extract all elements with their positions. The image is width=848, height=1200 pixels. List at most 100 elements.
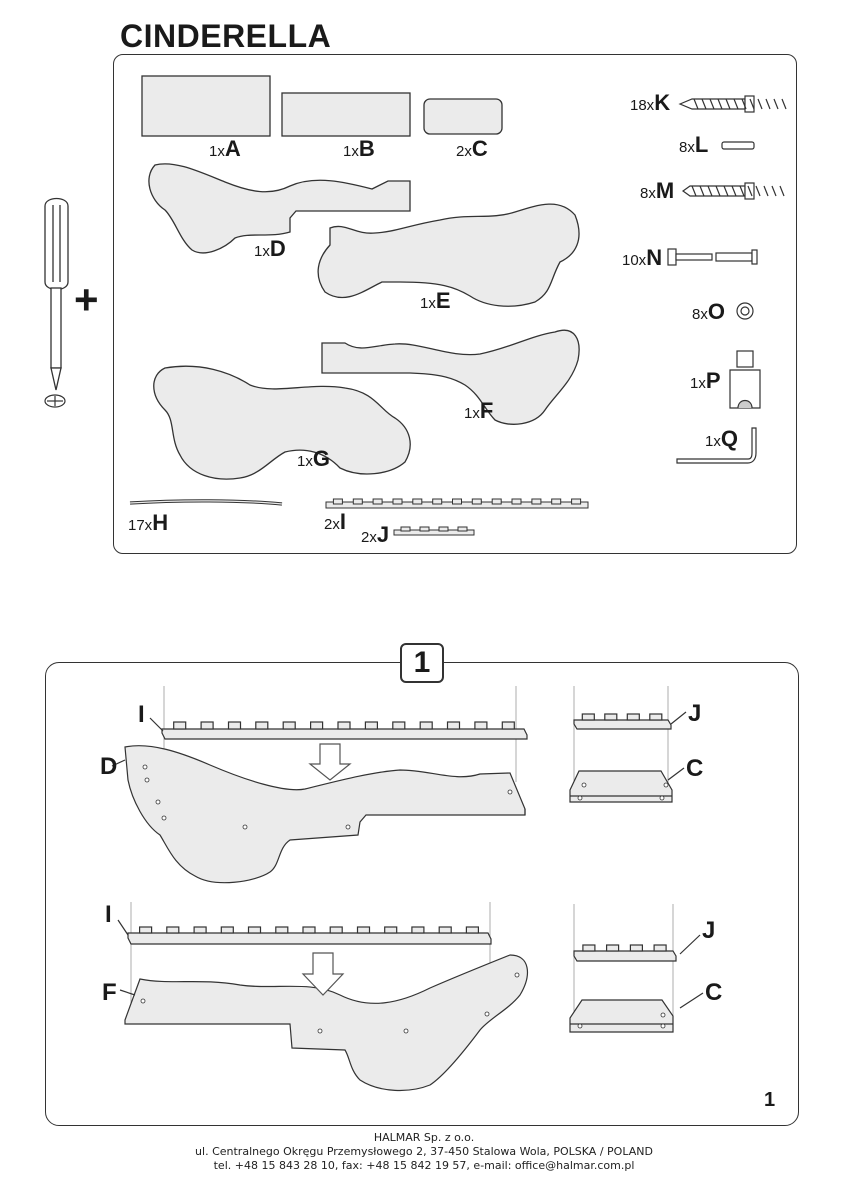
rail-socket bbox=[200, 721, 214, 730]
parts-list-panel bbox=[113, 54, 797, 554]
letter: E bbox=[435, 288, 451, 313]
part-D-shape bbox=[148, 163, 411, 254]
rail-socket bbox=[392, 721, 406, 730]
rail-socket bbox=[653, 944, 667, 952]
letter: K bbox=[654, 90, 671, 115]
part-E-shape bbox=[317, 203, 580, 307]
letter: N bbox=[646, 245, 663, 270]
part-F-shape bbox=[321, 329, 580, 425]
callout-J-top: J bbox=[688, 700, 702, 727]
part-label-O: 8xO bbox=[692, 299, 725, 325]
rail-socket bbox=[629, 944, 644, 952]
callout-C-top: C bbox=[686, 755, 704, 782]
qty: 8x bbox=[692, 306, 708, 323]
rail-socket bbox=[372, 498, 383, 505]
part-label-D: 1xD bbox=[254, 236, 286, 262]
footer-address: ul. Centralnego Okręgu Przemysłowego 2, … bbox=[195, 1145, 653, 1158]
qty: 2x bbox=[324, 516, 340, 533]
part-label-F: 1xF bbox=[464, 398, 493, 424]
part-label-B: 1xB bbox=[343, 136, 375, 162]
page-title: CINDERELLA bbox=[120, 18, 332, 54]
rail-socket bbox=[531, 498, 542, 505]
rail-socket bbox=[255, 721, 269, 730]
qty: 1x bbox=[420, 295, 436, 312]
qty: 1x bbox=[209, 143, 225, 160]
rail-socket bbox=[411, 926, 425, 934]
letter: G bbox=[312, 446, 330, 471]
rail-socket bbox=[419, 721, 433, 730]
qty: 18x bbox=[630, 97, 655, 114]
qty: 1x bbox=[690, 375, 706, 392]
rail-J-top bbox=[573, 719, 672, 730]
rail-socket bbox=[571, 498, 582, 505]
letter: A bbox=[224, 136, 241, 161]
screw-icon bbox=[678, 95, 787, 113]
glue-bottle-icon bbox=[729, 350, 761, 409]
callout-I-top: I bbox=[138, 701, 145, 728]
rail-socket bbox=[310, 721, 324, 730]
rail-socket bbox=[193, 926, 207, 934]
rail-I-top bbox=[161, 728, 528, 740]
rail-socket bbox=[139, 926, 153, 934]
letter: J bbox=[376, 522, 390, 547]
plus-symbol: + bbox=[74, 276, 99, 323]
letter: P bbox=[705, 368, 721, 393]
board-F-3d bbox=[124, 954, 528, 1092]
bolt-icon bbox=[667, 248, 758, 266]
rail-socket bbox=[282, 721, 296, 730]
rail-socket bbox=[582, 944, 596, 952]
phillips-tip-icon bbox=[44, 394, 66, 408]
part-I-rail bbox=[325, 498, 589, 509]
rail-J-bottom bbox=[573, 950, 677, 962]
rail-socket bbox=[581, 713, 595, 721]
rail-socket bbox=[649, 713, 663, 721]
rail-socket bbox=[227, 721, 242, 730]
part-label-N: 10xN bbox=[622, 245, 662, 271]
part-label-M: 8xM bbox=[640, 178, 674, 204]
letter: L bbox=[694, 132, 709, 157]
allen-key-icon bbox=[676, 427, 757, 464]
rail-socket bbox=[604, 713, 618, 721]
page-number: 1 bbox=[764, 1089, 776, 1111]
rail-socket bbox=[457, 526, 468, 532]
part-label-H: 17xH bbox=[128, 510, 168, 536]
letter: C bbox=[471, 136, 488, 161]
rail-socket bbox=[605, 944, 620, 952]
screw-icon bbox=[681, 182, 785, 200]
part-B-board bbox=[281, 92, 411, 137]
rail-socket bbox=[302, 926, 316, 934]
arrow-down-icon bbox=[301, 952, 345, 996]
qty: 8x bbox=[679, 139, 695, 156]
board-D-3d bbox=[124, 745, 526, 884]
rail-socket bbox=[364, 721, 378, 730]
qty: 1x bbox=[464, 405, 480, 422]
qty: 2x bbox=[456, 143, 472, 160]
rail-socket bbox=[337, 721, 351, 730]
letter: Q bbox=[720, 426, 738, 451]
part-C-board bbox=[423, 98, 503, 135]
part-label-G: 1xG bbox=[297, 446, 330, 472]
screwdriver-icon bbox=[44, 197, 69, 391]
rail-socket bbox=[400, 526, 411, 532]
plate-C-bottom bbox=[569, 999, 674, 1033]
rail-socket bbox=[438, 926, 452, 934]
footer-company: HALMAR Sp. z o.o. bbox=[373, 1131, 475, 1144]
part-label-A: 1xA bbox=[209, 136, 241, 162]
callout-D: D bbox=[100, 753, 118, 780]
rail-socket bbox=[412, 498, 423, 505]
part-label-C: 2xC bbox=[456, 136, 488, 162]
callout-J-bottom: J bbox=[702, 917, 716, 944]
plate-C-top bbox=[569, 770, 673, 803]
step-number: 1 bbox=[400, 643, 444, 683]
rail-socket bbox=[501, 721, 515, 730]
rail-socket bbox=[551, 498, 562, 505]
rail-socket bbox=[220, 926, 234, 934]
letter: F bbox=[479, 398, 494, 423]
rail-socket bbox=[491, 498, 502, 505]
letter: D bbox=[269, 236, 286, 261]
part-G-shape bbox=[153, 365, 411, 480]
rail-socket bbox=[352, 498, 363, 505]
arrow-down-icon bbox=[308, 743, 352, 781]
qty: 8x bbox=[640, 185, 656, 202]
